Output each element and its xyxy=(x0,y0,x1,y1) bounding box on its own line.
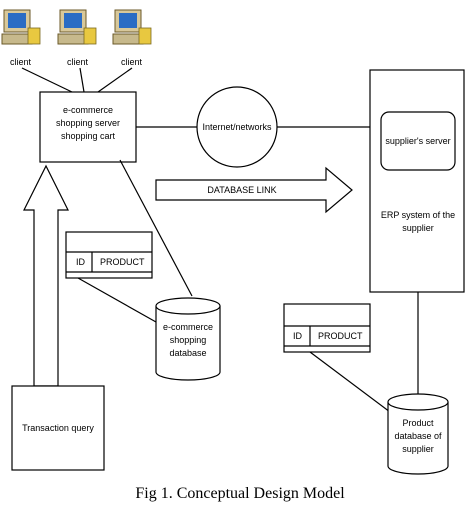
transaction-query-label: Transaction query xyxy=(22,423,94,433)
ecommerce-database-cylinder xyxy=(155,297,221,381)
internet-label: Internet/networks xyxy=(202,122,272,132)
client-label: client xyxy=(10,57,32,67)
client-computer-icon xyxy=(57,9,97,45)
product-database-label: database of xyxy=(394,431,442,441)
client-computer-icon xyxy=(1,9,41,45)
supplier-server-label: supplier's server xyxy=(385,136,450,146)
shopping-server-label: e-commerce xyxy=(63,105,113,115)
erp-label: ERP system of the xyxy=(381,210,455,220)
connection-line xyxy=(21,67,73,93)
ecommerce-database-label: e-commerce xyxy=(163,322,213,332)
database-link-label: DATABASE LINK xyxy=(207,185,276,195)
table-header-product: PRODUCT xyxy=(318,331,363,341)
product-database-label: Product xyxy=(402,418,434,428)
product-database-cylinder xyxy=(387,393,449,475)
connection-line xyxy=(79,67,85,93)
database-link-arrow xyxy=(155,166,353,214)
table-header-product: PRODUCT xyxy=(100,257,145,267)
client-computer-icon xyxy=(112,9,152,45)
erp-system-box xyxy=(369,69,465,293)
transaction-up-arrow xyxy=(23,164,69,387)
connection-line xyxy=(119,159,193,297)
shopping-server-label: shopping server xyxy=(56,118,120,128)
ecommerce-database-label: shopping xyxy=(170,335,207,345)
ecommerce-database-label: database xyxy=(169,348,206,358)
transaction-query-box xyxy=(11,385,105,471)
supplier-server-box xyxy=(380,111,456,171)
connection-line xyxy=(77,277,157,323)
product-database-label: supplier xyxy=(402,444,434,454)
client-label: client xyxy=(121,57,143,67)
erp-label: supplier xyxy=(402,223,434,233)
figure-caption: Fig 1. Conceptual Design Model xyxy=(135,485,345,502)
shopping-server-label: shopping cart xyxy=(61,131,116,141)
product-table-left xyxy=(65,231,153,279)
client-label: client xyxy=(67,57,89,67)
table-header-id: ID xyxy=(293,331,303,341)
product-table-right xyxy=(283,303,371,353)
table-header-id: ID xyxy=(76,257,86,267)
connection-line xyxy=(309,351,391,413)
connection-line xyxy=(97,67,133,93)
